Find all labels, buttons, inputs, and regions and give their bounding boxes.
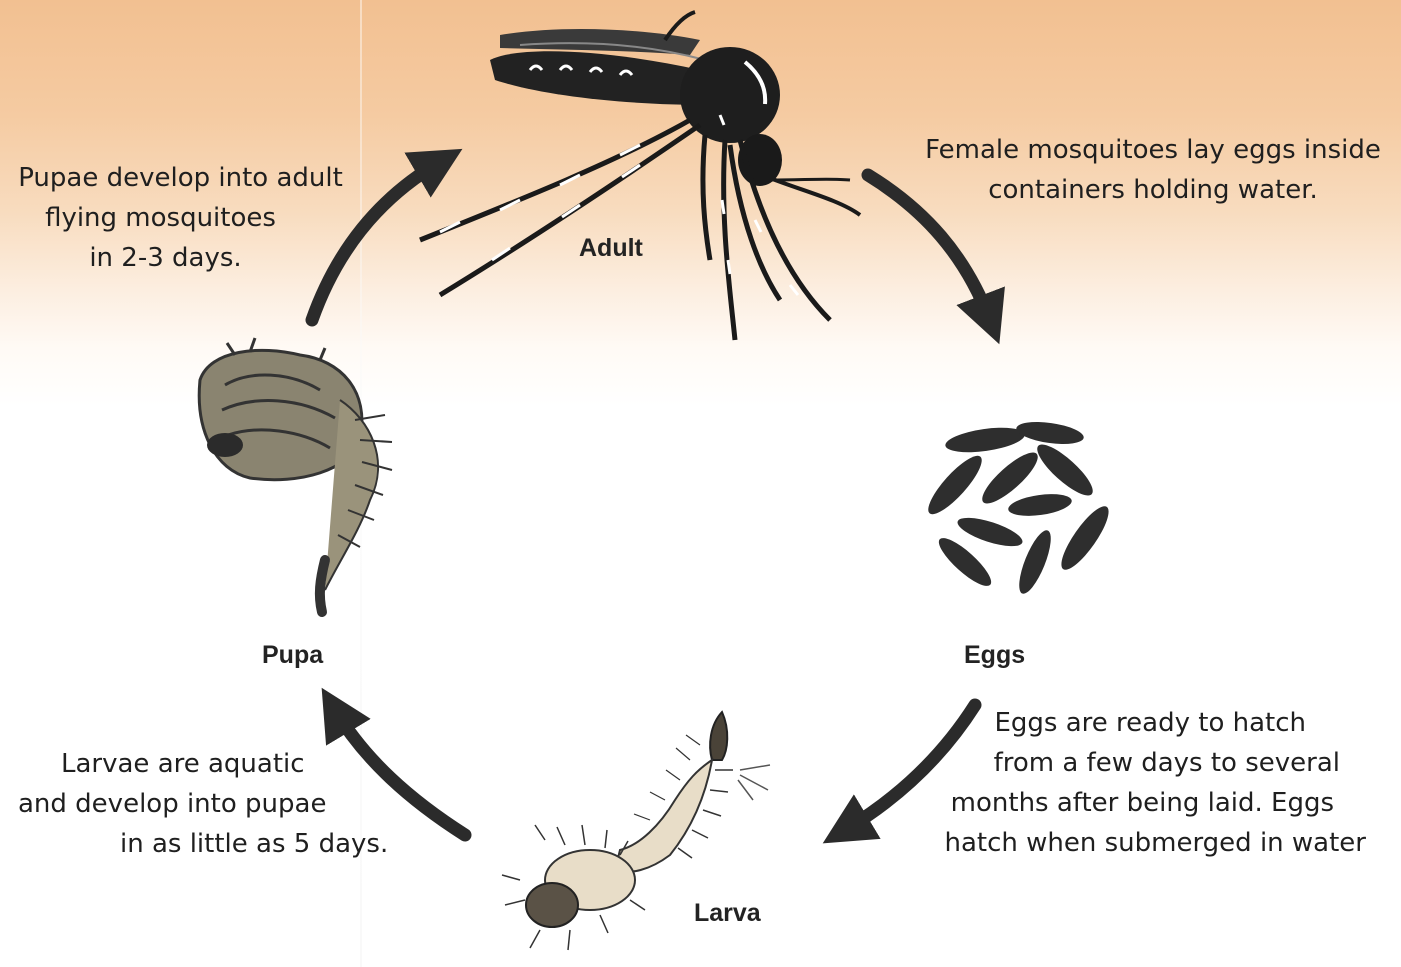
stage-label-adult: Adult [579, 234, 643, 263]
description-line: from a few days to several [936, 743, 1340, 783]
description-line: in 2-3 days. [0, 238, 353, 278]
description-pupa-to-adult: Pupae develop into adult flying mosquito… [8, 158, 353, 278]
description-line: containers holding water. [922, 170, 1384, 210]
description-line: Eggs are ready to hatch [936, 703, 1306, 743]
description-line: Pupae develop into adult [8, 158, 353, 198]
adult-mosquito-illustration [420, 12, 860, 340]
description-eggs-to-larva: Eggs are ready to hatch from a few days … [936, 703, 1366, 863]
eggs-illustration [921, 418, 1115, 597]
description-line: in as little as 5 days. [120, 824, 388, 864]
stage-label-larva: Larva [694, 899, 761, 928]
description-line: Female mosquitoes lay eggs inside [922, 130, 1384, 170]
description-line: hatch when submerged in water [936, 823, 1366, 863]
description-line: Larvae are aquatic [61, 744, 388, 784]
stage-label-pupa: Pupa [262, 641, 323, 670]
stage-label-eggs: Eggs [964, 641, 1025, 670]
description-adult-to-eggs: Female mosquitoes lay eggs inside contai… [922, 130, 1384, 210]
description-line: flying mosquitoes [0, 198, 353, 238]
pupa-illustration [199, 338, 392, 612]
description-line: and develop into pupae [18, 784, 388, 824]
description-line: months after being laid. Eggs [936, 783, 1334, 823]
description-larva-to-pupa: Larvae are aquatic and develop into pupa… [18, 744, 388, 864]
